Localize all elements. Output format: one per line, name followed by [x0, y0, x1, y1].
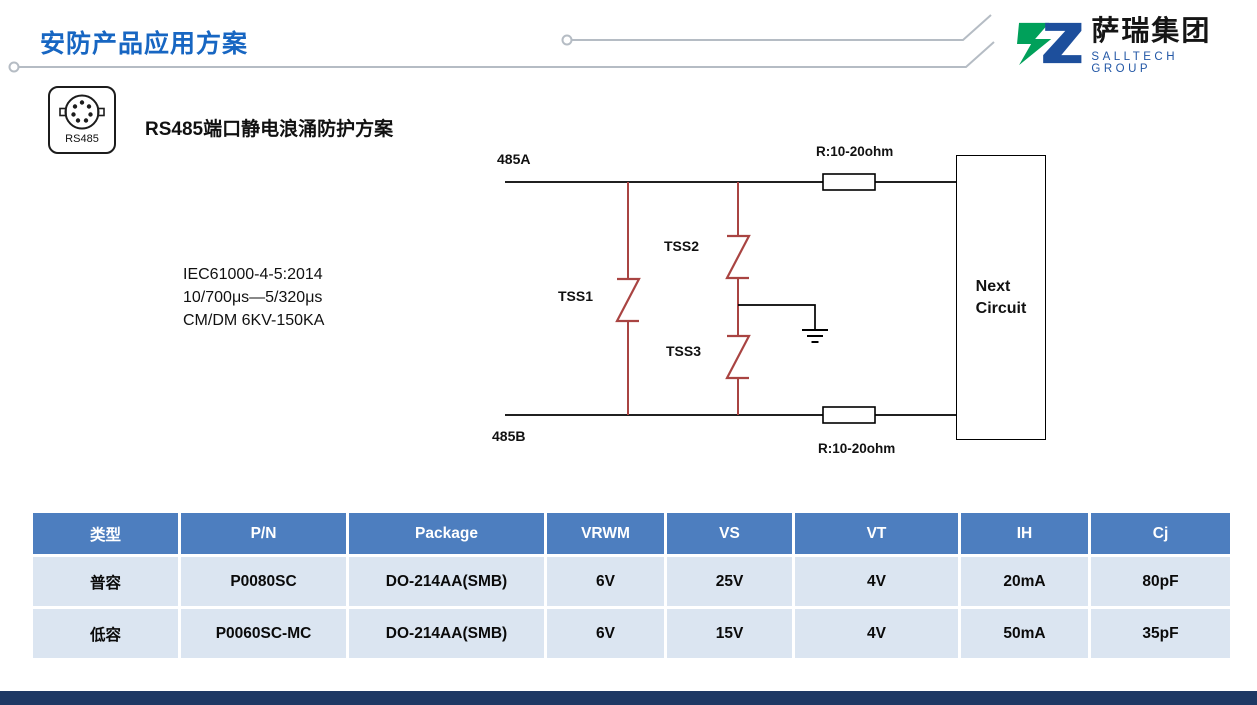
rs485-connector-badge: RS485 [48, 86, 116, 154]
table-cell: 35pF [1088, 606, 1233, 661]
table-cell: DO-214AA(SMB) [346, 554, 547, 609]
next-circuit-box: Next Circuit [956, 155, 1046, 440]
resistor-bottom [822, 406, 876, 424]
column-header-pn: P/N [178, 510, 349, 557]
table-cell: 15V [664, 606, 795, 661]
label-tss2: TSS2 [664, 238, 700, 254]
salltech-logo-icon [1017, 22, 1082, 66]
table-cell: 普容 [30, 554, 181, 609]
table-cell: P0060SC-MC [178, 606, 349, 661]
spec-line: 10/700μs—5/320μs [183, 289, 323, 306]
table-cell: 50mA [958, 606, 1091, 661]
ground-icon [802, 329, 828, 343]
table-cell: 6V [544, 554, 667, 609]
table-cell: 6V [544, 606, 667, 661]
column-header-vs: VS [664, 510, 795, 557]
spec-line: IEC61000-4-5:2014 [183, 266, 323, 283]
column-header-package: Package [346, 510, 547, 557]
column-header-cj: Cj [1088, 510, 1233, 557]
footer-bar [0, 691, 1257, 705]
label-485a: 485A [497, 151, 531, 167]
column-header-vrwm: VRWM [544, 510, 667, 557]
logo-company-name: 萨瑞集团 [1091, 15, 1212, 46]
section-heading: RS485端口静电浪涌防护方案 [145, 119, 394, 140]
column-header-vt: VT [792, 510, 961, 557]
spec-line: CM/DM 6KV-150KA [183, 312, 325, 329]
table-cell: DO-214AA(SMB) [346, 606, 547, 661]
badge-label: RS485 [65, 133, 99, 145]
table-cell: P0080SC [178, 554, 349, 609]
product-table: 类型 P/N Package VRWM VS VT IH Cj 普容 P0080… [30, 510, 1233, 661]
column-header-type: 类型 [30, 510, 181, 557]
connector-icon [59, 94, 105, 130]
table-row: 普容 P0080SC DO-214AA(SMB) 6V 25V 4V 20mA … [30, 554, 1233, 609]
spec-block: IEC61000-4-5:2014 10/700μs—5/320μs CM/DM… [183, 263, 324, 332]
logo-company-subtitle: SALLTECH GROUP [1091, 51, 1179, 75]
table-header-row: 类型 P/N Package VRWM VS VT IH Cj [30, 510, 1233, 557]
label-tss3: TSS3 [666, 343, 702, 359]
table-cell: 25V [664, 554, 795, 609]
resistor-label-bottom: R:10-20ohm [818, 441, 896, 456]
next-circuit-label-line2: Circuit [975, 299, 1027, 317]
tss1-symbol [615, 277, 641, 323]
table-cell: 低容 [30, 606, 181, 661]
slide-title: 安防产品应用方案 [40, 30, 249, 58]
resistor-top [822, 173, 876, 191]
next-circuit-label-line1: Next [975, 277, 1011, 295]
column-header-ih: IH [958, 510, 1091, 557]
tss2-symbol [725, 234, 751, 280]
tss3-symbol [725, 334, 751, 380]
table-cell: 80pF [1088, 554, 1233, 609]
header-decor-line [8, 14, 995, 73]
circuit-diagram [505, 173, 956, 424]
table-cell: 20mA [958, 554, 1091, 609]
label-tss1: TSS1 [558, 288, 594, 304]
table-cell: 4V [792, 554, 961, 609]
table-row: 低容 P0060SC-MC DO-214AA(SMB) 6V 15V 4V 50… [30, 606, 1233, 661]
label-485b: 485B [492, 428, 526, 444]
company-logo: 萨瑞集团 SALLTECH GROUP [1015, 14, 1241, 76]
resistor-label-top: R:10-20ohm [816, 144, 894, 159]
table-cell: 4V [792, 606, 961, 661]
